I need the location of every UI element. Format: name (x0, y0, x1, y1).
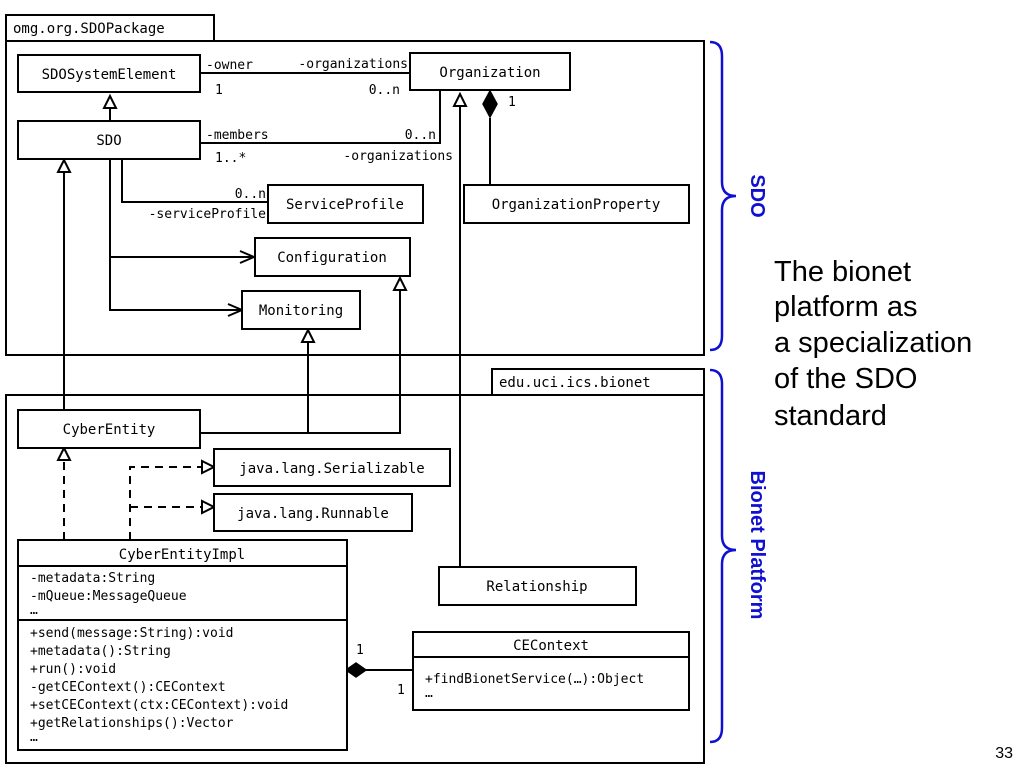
class-serializable[interactable] (213, 448, 451, 487)
class-cyber-entity[interactable] (17, 409, 201, 449)
cyber-entity-name: CyberEntity (63, 422, 156, 438)
sdo-package-name: omg.org.SDOPackage (13, 21, 165, 37)
sdo-package-frame (5, 40, 705, 356)
impl-attribute: -metadata:String (30, 571, 155, 586)
bionet-package-frame (5, 394, 705, 764)
class-sdo[interactable] (17, 120, 201, 160)
members-role-label: -members (206, 128, 269, 143)
class-organization[interactable] (409, 52, 571, 91)
class-service-profile[interactable] (267, 184, 424, 224)
service-role-label: -serviceProfile (149, 207, 267, 222)
configuration-name: Configuration (277, 250, 387, 266)
cyberentity-monitoring-line (200, 340, 309, 434)
bionet-brace-icon (709, 368, 737, 744)
impl-attribute: -mQueue:MessageQueue (30, 589, 187, 604)
relationship-name: Relationship (486, 579, 587, 595)
class-organization-property[interactable] (463, 184, 690, 224)
caption-line: The bionet (774, 256, 911, 288)
impl-method: +setCEContext(ctx:CEContext):void (30, 698, 288, 713)
organizations-mid-role-label: -organizations (343, 149, 453, 164)
organization-property-name: OrganizationProperty (492, 197, 661, 213)
impl-realization-icon (56, 445, 72, 461)
cyberentity-configuration-line (308, 288, 401, 434)
context-method-ellipsis: … (425, 686, 433, 701)
property-multiplicity: 1 (508, 95, 516, 110)
impl-method: +getRelationships():Vector (30, 716, 234, 731)
class-relationship[interactable] (438, 566, 637, 606)
owner-role-label: -owner (206, 58, 253, 73)
monitoring-dependency-line (109, 160, 240, 311)
caption-line: a specialization (774, 327, 972, 359)
ce-context-name: CEContext (513, 638, 589, 654)
impl-method-ellipsis: … (30, 730, 38, 745)
sdo-generalization-icon (102, 93, 118, 109)
class-ce-context[interactable] (412, 631, 690, 711)
caption-line: standard (774, 400, 887, 432)
property-composition-icon (482, 89, 498, 119)
class-monitoring[interactable] (241, 290, 361, 330)
class-sdo-system-element[interactable] (17, 54, 201, 93)
relationship-generalization-icon (452, 91, 468, 107)
configuration-generalization-icon (392, 275, 408, 291)
cyber-entity-impl-name: CyberEntityImpl (119, 547, 245, 563)
sdo-system-element-name: SDOSystemElement (42, 67, 177, 83)
members-multiplicity: 1..* (215, 151, 246, 166)
monitoring-name: Monitoring (259, 303, 343, 319)
serializable-name: java.lang.Serializable (239, 461, 424, 477)
service-multiplicity: 0..n (235, 187, 266, 202)
sdo-brace-icon (709, 40, 737, 352)
runnable-realization-icon (201, 499, 217, 515)
context-composition-icon (344, 662, 368, 678)
service-association (121, 160, 268, 203)
cyberentity-generalization-icon (56, 157, 72, 173)
impl-method: +metadata():String (30, 644, 171, 659)
bionet-package-name: edu.uci.ics.bionet (499, 375, 651, 391)
impl-method: +run():void (30, 662, 116, 677)
context-method: +findBionetService(…):Object (425, 672, 644, 687)
sdo-name: SDO (96, 133, 121, 149)
owner-multiplicity: 1 (215, 83, 223, 98)
caption-line: of the SDO (774, 363, 917, 395)
runnable-name: java.lang.Runnable (237, 506, 389, 522)
organizations-role-label: -organizations (298, 57, 408, 72)
class-runnable[interactable] (213, 493, 413, 532)
impl-multiplicity: 1 (356, 643, 364, 658)
impl-method: -getCEContext():CEContext (30, 680, 226, 695)
sdo-brace-label: SDO (746, 174, 768, 217)
impl-method: +send(message:String):void (30, 626, 234, 641)
class-cyber-entity-impl[interactable] (17, 539, 348, 751)
organizations-mid-multiplicity: 0..n (405, 128, 436, 143)
caption-line: platform as (774, 291, 917, 323)
page-number: 33 (995, 745, 1013, 762)
bionet-brace-label: Bionet Platform (746, 471, 768, 620)
organizations-multiplicity: 0..n (369, 83, 400, 98)
members-association (200, 90, 441, 144)
context-multiplicity: 1 (397, 683, 405, 698)
service-profile-name: ServiceProfile (286, 197, 404, 213)
class-configuration[interactable] (254, 237, 411, 277)
serializable-realization-icon (201, 459, 217, 475)
monitoring-generalization-icon (300, 327, 316, 343)
organization-name: Organization (439, 65, 540, 81)
impl-attribute-ellipsis: … (30, 603, 38, 618)
serializable-realization-line (129, 466, 204, 540)
